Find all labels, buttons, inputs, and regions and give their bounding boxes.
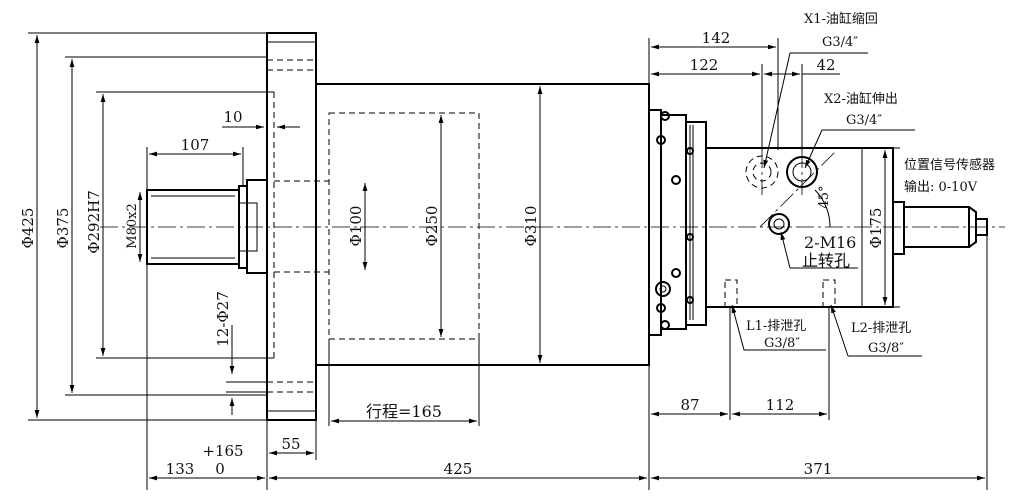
- drain-l1: [724, 279, 738, 308]
- dim-371: 371: [804, 460, 833, 478]
- leader-lines: [731, 52, 922, 357]
- dim-zero: 0: [215, 460, 225, 478]
- x1-port-title: X1-油缸缩回: [804, 11, 878, 27]
- dim-55: 55: [281, 435, 300, 453]
- dim-dia-310: Φ310: [522, 206, 540, 247]
- callout-texts: X1-油缸缩回 G3/4″ X2-油缸伸出 G3/4″ 位置信号传感器 输出: …: [746, 11, 995, 356]
- dimension-texts: Φ425 Φ375 Φ292H7 M80x2 Φ100 Φ250 Φ310 Φ1…: [19, 29, 885, 478]
- rear-plate-2: [660, 114, 687, 330]
- dimension-lines: [28, 32, 988, 490]
- dim-122: 122: [690, 56, 719, 74]
- x1-port-thread: G3/4″: [822, 35, 858, 50]
- dim-m80x2: M80x2: [125, 203, 140, 248]
- dim-holes-12-dia27: 12-Φ27: [214, 291, 232, 347]
- dim-425: 425: [444, 460, 473, 478]
- x2-port-title: X2-油缸伸出: [824, 91, 898, 107]
- rear-body: [705, 147, 894, 308]
- dim-133: 133: [166, 460, 195, 478]
- dim-142: 142: [702, 29, 731, 47]
- sensor-title: 位置信号传感器: [904, 157, 995, 173]
- dim-112: 112: [766, 396, 795, 414]
- dim-10: 10: [223, 108, 242, 126]
- l1-port-title: L1-排泄孔: [746, 319, 806, 334]
- rear-plate-3: [685, 121, 707, 326]
- sensor-flange: [892, 201, 905, 255]
- l2-port-title: L2-排泄孔: [851, 321, 911, 336]
- drain-l2: [822, 279, 836, 308]
- sensor-output: 输出: 0-10V: [904, 179, 978, 195]
- l1-port-thread: G3/8″: [764, 336, 800, 351]
- sensor-connector: [975, 218, 988, 236]
- cylinder-barrel: [315, 83, 650, 366]
- dim-dia-175: Φ175: [867, 208, 885, 249]
- dim-dia-425: Φ425: [19, 208, 37, 249]
- dim-dia-375: Φ375: [54, 208, 72, 249]
- dim-dia-292h7: Φ292H7: [85, 190, 103, 254]
- x2-port-thread: G3/4″: [846, 113, 882, 128]
- dim-87: 87: [680, 396, 699, 414]
- dim-45deg: 45°: [817, 185, 832, 208]
- l2-port-thread: G3/8″: [868, 341, 904, 356]
- dim-42: 42: [816, 56, 835, 74]
- dim-dia-250: Φ250: [423, 206, 441, 247]
- piston-hidden: [328, 112, 480, 340]
- dim-plus165: +165: [202, 442, 243, 460]
- m16-name: 止转孔: [802, 251, 850, 270]
- m16-count: 2-M16: [804, 233, 856, 252]
- dim-stroke: 行程=165: [366, 402, 442, 421]
- sensor-body: [903, 206, 970, 248]
- m16-hole: [768, 213, 790, 235]
- dim-dia-100: Φ100: [347, 206, 365, 247]
- dim-107: 107: [181, 136, 210, 154]
